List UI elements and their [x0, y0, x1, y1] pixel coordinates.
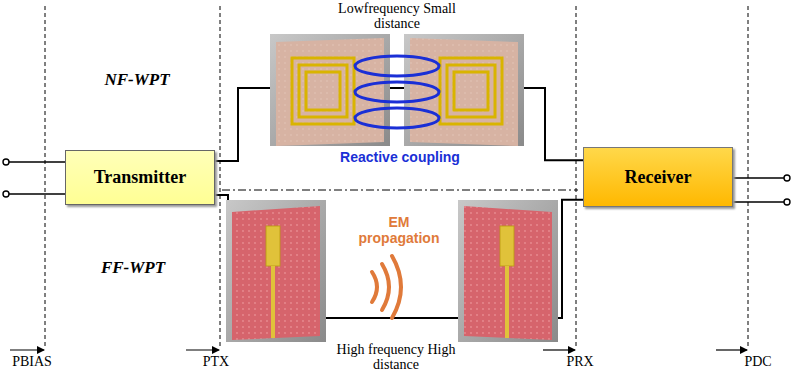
power-label: PRX	[560, 354, 600, 370]
section-title: NF-WPT	[92, 70, 182, 90]
patch-antenna	[226, 200, 558, 342]
process-box: Receiver	[583, 147, 733, 207]
annotation: High frequency High distance	[330, 342, 462, 372]
section-title: FF-WPT	[88, 258, 178, 278]
power-label: PBIAS	[6, 354, 58, 370]
power-label: PDC	[738, 354, 778, 370]
process-box: Transmitter	[65, 150, 215, 205]
annotation: Reactive coupling	[320, 149, 480, 165]
em-wave	[372, 256, 401, 318]
magnetic-field	[355, 56, 439, 128]
separator-line	[222, 190, 578, 191]
box-label: Receiver	[625, 167, 692, 188]
coil-board	[270, 34, 524, 146]
reference-plane	[45, 6, 748, 348]
annotation: Lowfrequency Small distance	[338, 1, 456, 31]
power-label: PTX	[196, 354, 236, 370]
box-label: Transmitter	[94, 167, 187, 188]
annotation: EM propagation	[352, 214, 446, 246]
